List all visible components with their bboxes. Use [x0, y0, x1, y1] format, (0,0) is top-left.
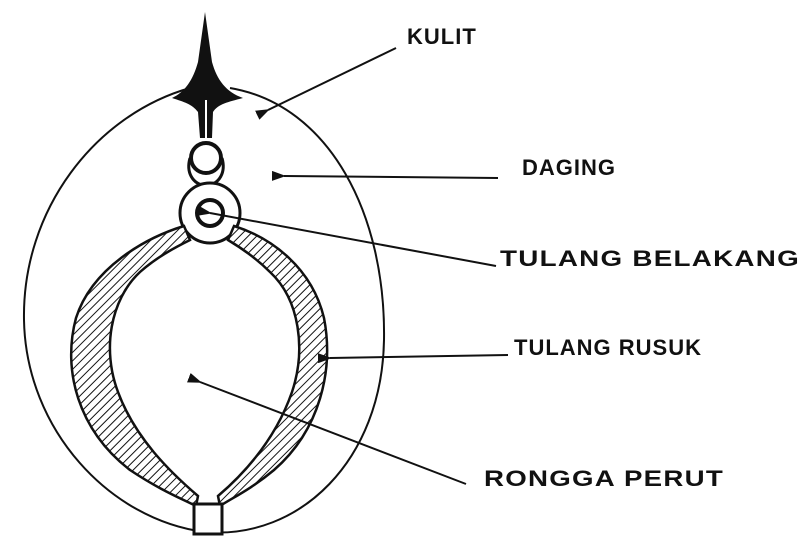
rib-right	[218, 226, 327, 506]
rib-left	[71, 226, 198, 506]
daging-leader-line	[284, 176, 498, 178]
tulang-rusuk-leader-line	[330, 355, 508, 358]
rongga-perut-leader-line	[200, 382, 466, 484]
label-tulang-rusuk: TULANG RUSUK	[514, 335, 702, 360]
kulit-leader-line	[268, 48, 396, 110]
ventral-joint	[194, 504, 222, 534]
label-tulang-belakang: TULANG BELAKANG	[500, 246, 800, 271]
neural-ring	[191, 143, 221, 173]
label-kulit: KULIT	[407, 24, 477, 49]
label-rongga-perut: RONGGA PERUT	[484, 466, 724, 491]
dorsal-fin	[172, 12, 243, 138]
label-daging: DAGING	[522, 155, 616, 180]
